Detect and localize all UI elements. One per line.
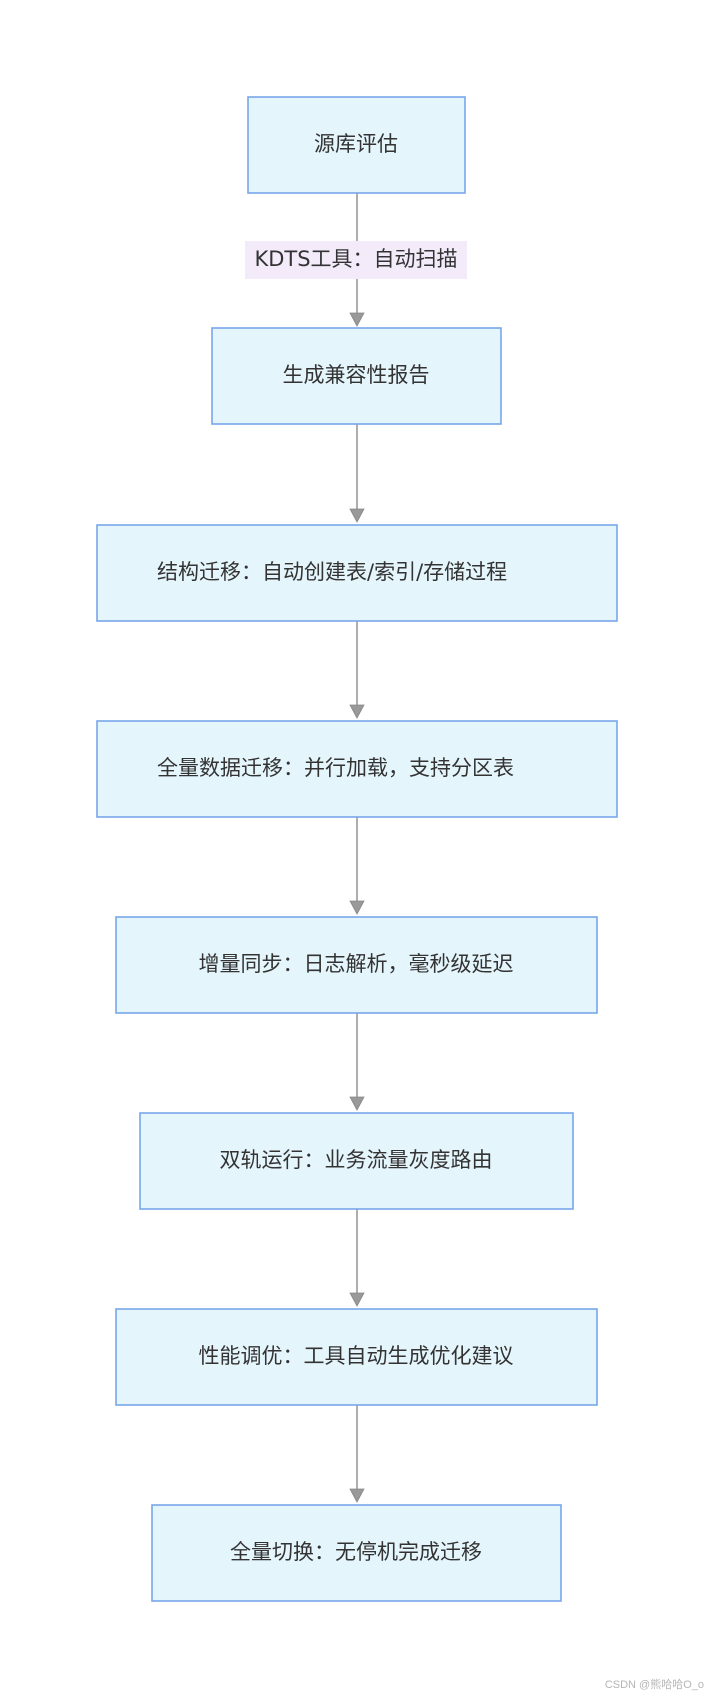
- node-full-cutover[interactable]: 全量切换：无停机完成迁移: [151, 1504, 562, 1602]
- node-label: 增量同步：日志解析，毫秒级延迟: [199, 952, 514, 976]
- node-perf-tuning[interactable]: 性能调优：工具自动生成优化建议: [115, 1308, 598, 1406]
- node-label: 结构迁移：自动创建表/索引/存储过程: [157, 560, 507, 584]
- watermark: CSDN @熊哈哈O_o: [604, 1679, 704, 1691]
- arrow-head-icon: [349, 312, 365, 327]
- edge-dual-track-to-perf-tuning: [349, 1209, 365, 1307]
- node-full-data-migrate[interactable]: 全量数据迁移：并行加载，支持分区表: [96, 720, 618, 818]
- arrow-head-icon: [349, 1488, 365, 1503]
- node-incremental-sync[interactable]: 增量同步：日志解析，毫秒级延迟: [115, 916, 598, 1014]
- node-label: 全量切换：无停机完成迁移: [230, 1540, 482, 1564]
- edge-label-kdts: KDTS工具：自动扫描: [245, 241, 467, 279]
- arrow-head-icon: [349, 1096, 365, 1111]
- node-schema-migrate[interactable]: 结构迁移：自动创建表/索引/存储过程: [96, 524, 618, 622]
- edge-incremental-sync-to-dual-track: [349, 1013, 365, 1111]
- edge-full-data-migrate-to-incremental-sync: [349, 817, 365, 915]
- node-compat-report[interactable]: 生成兼容性报告: [211, 327, 502, 425]
- edge-label-text: KDTS工具：自动扫描: [254, 247, 457, 271]
- arrow-head-icon: [349, 1292, 365, 1307]
- node-label: 性能调优：工具自动生成优化建议: [199, 1344, 514, 1368]
- arrow-head-icon: [349, 508, 365, 523]
- edge-perf-tuning-to-full-cutover: [349, 1405, 365, 1503]
- node-label: 生成兼容性报告: [283, 363, 430, 387]
- node-label: 双轨运行：业务流量灰度路由: [220, 1148, 493, 1172]
- node-label: 全量数据迁移：并行加载，支持分区表: [157, 756, 514, 780]
- edge-schema-migrate-to-full-data-migrate: [349, 621, 365, 719]
- edge-compat-report-to-schema-migrate: [349, 424, 365, 523]
- node-label: 源库评估: [314, 132, 398, 156]
- node-source-eval[interactable]: 源库评估: [247, 96, 466, 194]
- arrow-head-icon: [349, 900, 365, 915]
- node-dual-track[interactable]: 双轨运行：业务流量灰度路由: [139, 1112, 574, 1210]
- arrow-head-icon: [349, 704, 365, 719]
